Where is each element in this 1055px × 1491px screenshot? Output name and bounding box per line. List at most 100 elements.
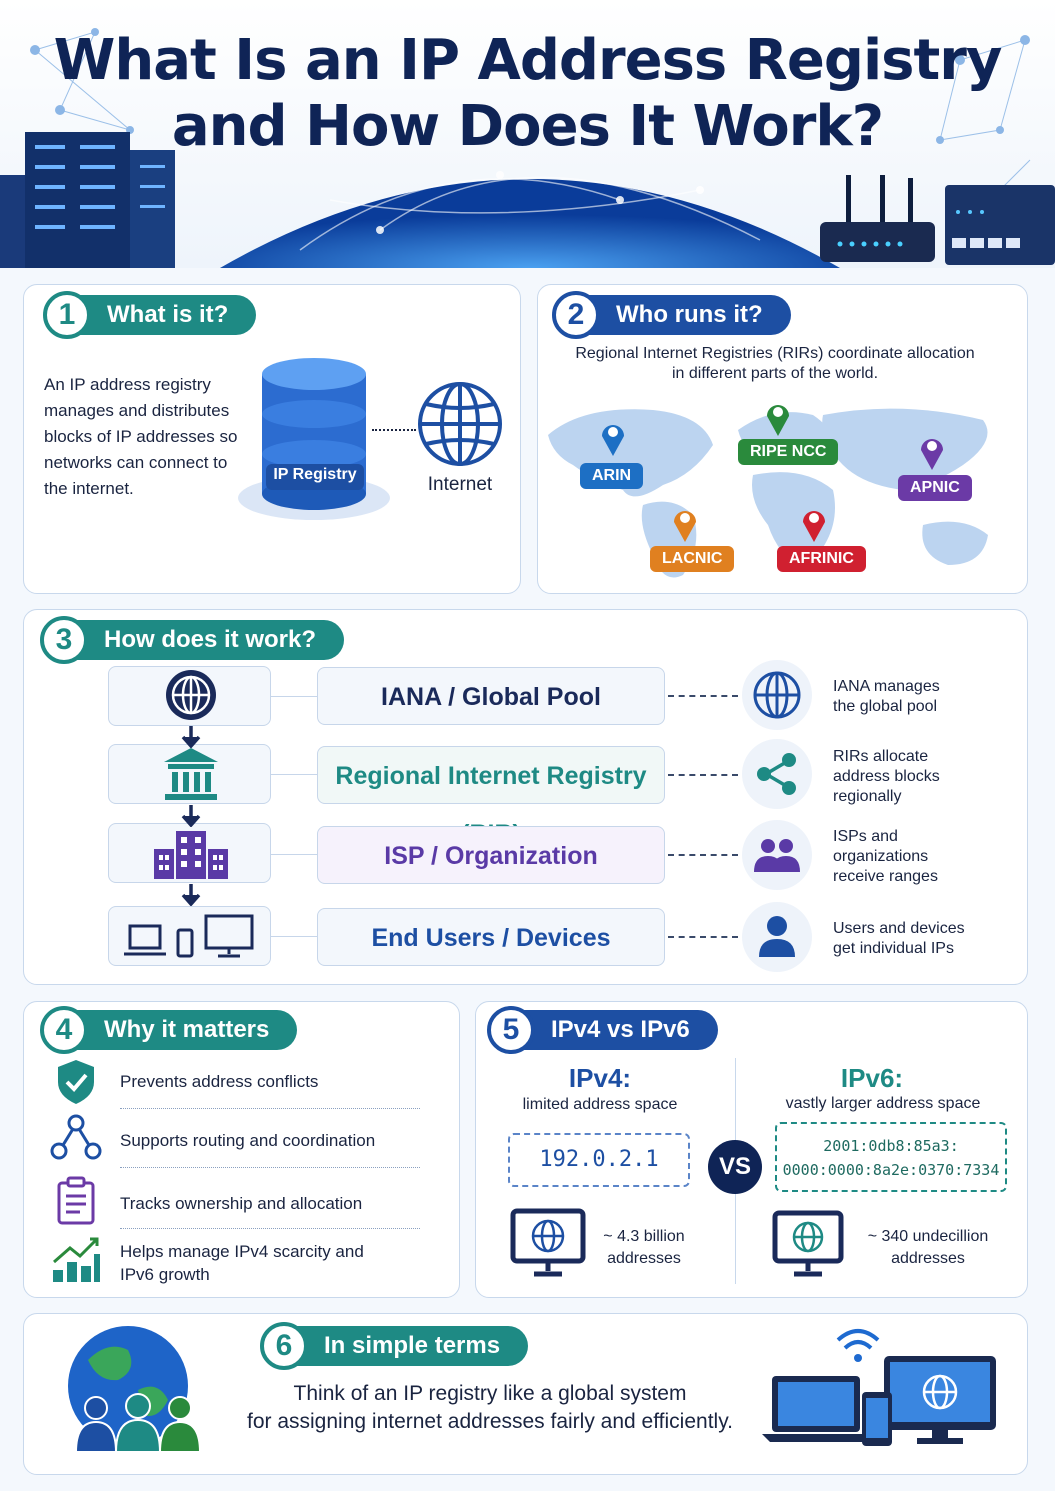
step-3-label: ISP / Organization	[317, 826, 665, 884]
summary-line-2: for assigning internet addresses fairly …	[247, 1410, 733, 1433]
monitor-globe-icon	[510, 1208, 586, 1277]
section-2-body: Regional Internet Registries (RIRs) coor…	[575, 345, 975, 382]
ipv6-title: IPv6:	[840, 1063, 904, 1093]
divider	[120, 1228, 420, 1229]
dashed-connector	[668, 695, 738, 697]
section-3-heading: How does it work?	[104, 626, 317, 653]
ipv4-example: 192.0.2.1	[508, 1133, 690, 1187]
divider	[120, 1108, 420, 1109]
connector-line	[271, 696, 317, 697]
connector-line	[271, 936, 317, 937]
divider	[120, 1167, 420, 1168]
ipv6-count: ~ 340 undecillion addresses	[867, 1228, 989, 1267]
arrow-down-icon	[181, 726, 201, 748]
section-2-heading: Who runs it?	[616, 301, 763, 328]
step-3-description: ISPs and organizations receive ranges	[833, 828, 938, 885]
section-3-number: 3	[40, 616, 88, 664]
benefit-3-text: Tracks ownership and allocation	[120, 1194, 363, 1213]
summary-text: Think of an IP registry like a global sy…	[220, 1380, 760, 1436]
section-1-header: 1 What is it?	[43, 291, 257, 339]
ripe-pin-icon	[767, 405, 789, 436]
organization-building-icon	[154, 831, 228, 879]
users-group-icon	[754, 839, 800, 872]
section-6-number: 6	[260, 1322, 308, 1370]
connector-line	[271, 854, 317, 855]
step-1-description: IANA manages the global pool	[833, 678, 940, 715]
network-nodes-icon	[50, 1114, 102, 1160]
section-3-header: 3 How does it work?	[40, 616, 345, 664]
connector-line	[271, 774, 317, 775]
arin-pin-icon	[602, 425, 624, 456]
section-4-number: 4	[40, 1006, 88, 1054]
step-2-label: Regional Internet Registry (RIR)	[317, 746, 665, 848]
section-6-header: 6 In simple terms	[260, 1322, 529, 1370]
section-5-number: 5	[487, 1006, 535, 1054]
group-circle	[742, 820, 812, 890]
share-network-icon	[757, 753, 796, 795]
ipv6-example-line-1: 2001:0db8:85a3:	[823, 1137, 959, 1155]
registry-building-icon	[164, 748, 218, 800]
internet-label: Internet	[427, 474, 493, 495]
globe-icon	[753, 671, 801, 719]
section-1-number: 1	[43, 291, 91, 339]
ipv6-example-line-2: 0000:0000:8a2e:0370:7334	[782, 1161, 1000, 1179]
rir-afrinic: AFRINIC	[777, 546, 866, 572]
user-circle	[742, 902, 812, 972]
benefit-4-text: Helps manage IPv4 scarcity and IPv6 grow…	[120, 1242, 364, 1284]
clipboard-icon	[57, 1176, 95, 1225]
apnic-pin-icon	[921, 439, 943, 470]
rir-lacnic: LACNIC	[650, 546, 735, 572]
globe-circle	[742, 660, 812, 730]
section-5-heading: IPv4 vs IPv6	[551, 1016, 690, 1043]
page-title: What Is an IP Address Registry and How D…	[0, 28, 1055, 160]
benefit-2-text: Supports routing and coordination	[120, 1131, 376, 1150]
user-icon	[759, 916, 795, 957]
ipv6-example: 2001:0db8:85a3: 0000:0000:8a2e:0370:7334	[775, 1122, 1007, 1192]
ipv4-subtitle: limited address space	[522, 1096, 678, 1113]
iana-globe-icon	[166, 670, 216, 720]
registry-label: IP Registry	[273, 466, 357, 483]
arrow-down-icon	[181, 884, 201, 906]
benefit-1-text: Prevents address conflicts	[120, 1072, 319, 1091]
growth-chart-icon	[53, 1237, 100, 1282]
step-2-description: RIRs allocate address blocks regionally	[833, 748, 940, 805]
summary-line-1: Think of an IP registry like a global sy…	[293, 1382, 687, 1405]
rir-apnic: APNIC	[898, 475, 972, 501]
globe-icon	[418, 382, 502, 466]
rir-arin: ARIN	[580, 463, 644, 489]
dashed-connector	[668, 774, 738, 776]
afrinic-pin-icon	[803, 511, 825, 542]
dashed-connector	[668, 936, 738, 938]
share-circle	[742, 739, 812, 809]
step-4-description: Users and devices get individual IPs	[833, 920, 965, 957]
ipv6-subtitle: vastly larger address space	[785, 1095, 981, 1112]
section-2-number: 2	[552, 291, 600, 339]
ipv4-title: IPv4:	[568, 1063, 632, 1093]
devices-icon	[124, 914, 254, 958]
globe-people-icon	[68, 1326, 202, 1452]
section-1-heading: What is it?	[107, 301, 229, 328]
section-2-header: 2 Who runs it?	[552, 291, 791, 339]
section-1-body: An IP address registry manages and distr…	[44, 375, 238, 498]
section-5-header: 5 IPv4 vs IPv6	[487, 1006, 718, 1054]
registry-connector	[372, 429, 416, 431]
shield-check-icon	[58, 1060, 94, 1104]
monitor-globe-icon	[772, 1210, 844, 1277]
vs-badge: VS	[708, 1140, 762, 1194]
dashed-connector	[668, 854, 738, 856]
header-illustration	[0, 28, 1055, 268]
arrow-down-icon	[181, 805, 201, 827]
ipv4-count: ~ 4.3 billion addresses	[603, 1228, 685, 1267]
section-4-header: 4 Why it matters	[40, 1006, 298, 1054]
section-6-heading: In simple terms	[324, 1332, 501, 1359]
header-banner	[0, 0, 1055, 268]
step-1-label: IANA / Global Pool	[317, 667, 665, 725]
rir-ripe-ncc: RIPE NCC	[738, 439, 839, 465]
title-line-2: and How Does It Work?	[171, 94, 884, 159]
title-line-1: What Is an IP Address Registry	[53, 28, 1003, 93]
database-icon	[238, 358, 390, 520]
devices-wifi-icon	[762, 1329, 996, 1446]
lacnic-pin-icon	[674, 511, 696, 542]
step-4-label: End Users / Devices	[317, 908, 665, 966]
section-4-heading: Why it matters	[104, 1016, 270, 1043]
